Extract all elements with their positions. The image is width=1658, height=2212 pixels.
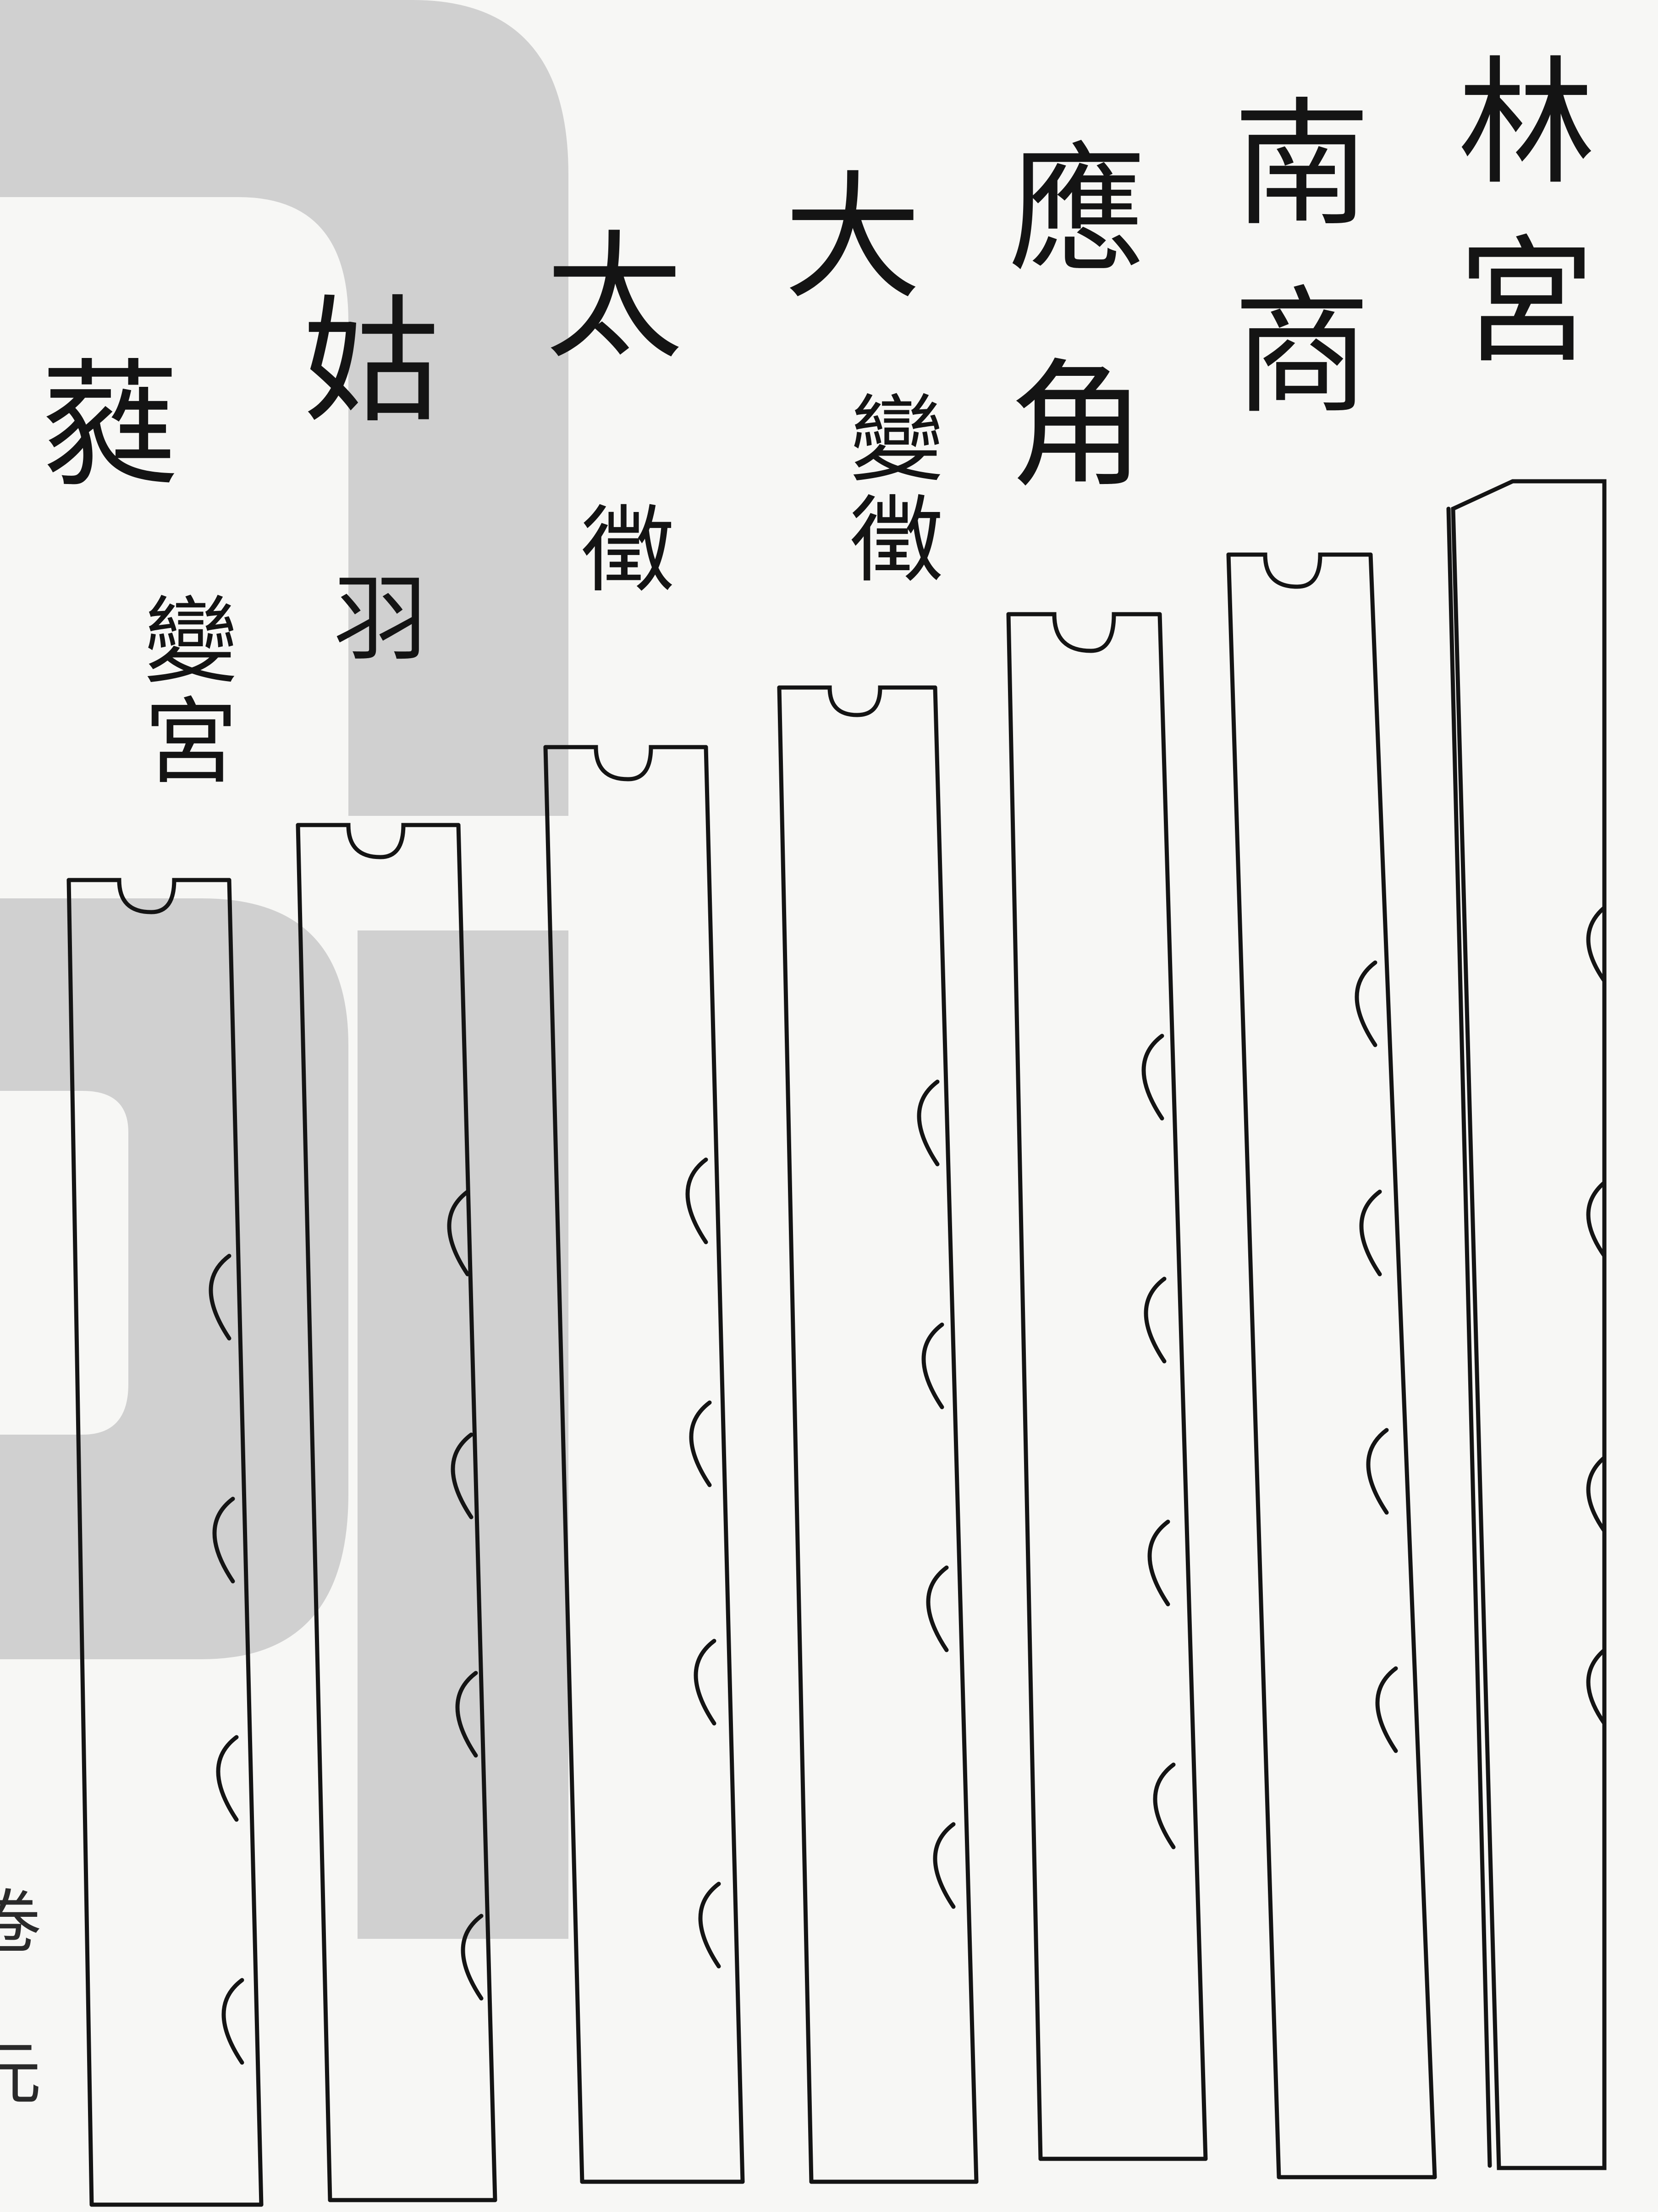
- tone-label: 角: [1008, 346, 1146, 506]
- note-label: 太: [545, 218, 683, 378]
- tone-label: 宮: [1458, 222, 1595, 382]
- pipe-tai: [543, 745, 745, 2184]
- margin-char: 元: [0, 2034, 42, 2114]
- pipe-lin: [1446, 479, 1607, 2170]
- tone-label: 商: [1233, 273, 1371, 433]
- note-label: 應: [1008, 131, 1146, 291]
- note-label: 南: [1233, 85, 1371, 245]
- pipe-da: [777, 685, 979, 2184]
- tone-label: 徵: [581, 496, 675, 605]
- pipe-gu: [296, 823, 497, 2202]
- note-label: 大: [784, 158, 921, 318]
- margin-char: 卷: [0, 1883, 42, 1963]
- note-label: 林: [1458, 44, 1595, 204]
- tone-label: 變徵: [834, 390, 943, 591]
- pipe-rui: [66, 878, 264, 2207]
- note-label: 姑: [303, 282, 440, 442]
- pipe-ying: [1006, 612, 1208, 2161]
- tone-label: 羽: [333, 565, 428, 674]
- note-label: 蕤: [41, 346, 179, 506]
- tone-label: 變宮: [128, 591, 237, 793]
- pipe-nan: [1226, 552, 1437, 2179]
